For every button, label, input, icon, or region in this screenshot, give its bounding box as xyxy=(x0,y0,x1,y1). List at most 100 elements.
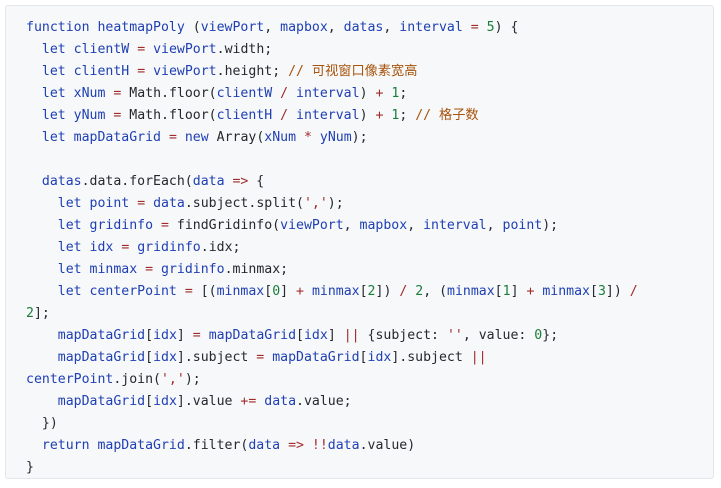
code-token: '' xyxy=(446,328,463,343)
code-token xyxy=(288,108,296,123)
code-token: ].subject xyxy=(391,350,471,365)
code-token: / xyxy=(399,284,408,299)
code-token: {subject: xyxy=(359,328,447,343)
code-token: .idx; xyxy=(200,240,241,255)
code-token: = xyxy=(137,64,146,79)
code-token: // 格子数 xyxy=(415,108,479,123)
code-token: return xyxy=(41,438,98,453)
code-token: ); xyxy=(184,372,201,387)
code-line: mapDataGrid[idx].subject = mapDataGrid[i… xyxy=(26,347,713,369)
code-token: = xyxy=(184,284,193,299)
code-token: let xyxy=(57,262,90,277)
code-token xyxy=(26,174,42,189)
code-token: 0 xyxy=(534,328,543,343)
code-token: Math.floor( xyxy=(121,108,217,123)
code-token: ) xyxy=(359,86,376,101)
code-token: + xyxy=(375,86,384,101)
code-token xyxy=(153,218,161,233)
code-token: let xyxy=(41,130,74,145)
code-line: let clientW = viewPort.width; xyxy=(26,39,713,61)
code-token: mapDataGrid xyxy=(97,438,185,453)
code-token xyxy=(145,64,153,79)
code-line: let minmax = gridinfo.minmax; xyxy=(26,259,713,281)
code-token: [( xyxy=(192,284,217,299)
code-line: let xNum = Math.floor(clientW / interval… xyxy=(26,83,713,105)
code-line: let gridinfo = findGridinfo(viewPort, ma… xyxy=(26,215,713,237)
code-token: mapDataGrid xyxy=(57,328,146,343)
code-token: || xyxy=(343,328,360,343)
code-token xyxy=(463,20,471,35)
code-line: mapDataGrid[idx] = mapDataGrid[idx] || {… xyxy=(26,325,713,347)
code-token: interval xyxy=(399,20,463,35)
code-token: ; xyxy=(399,86,408,101)
code-token xyxy=(145,42,153,57)
code-token xyxy=(26,42,42,57)
code-line: return mapDataGrid.filter(data => !!data… xyxy=(26,435,713,457)
code-token xyxy=(26,438,42,453)
code-token: ',' xyxy=(160,372,185,387)
code-token: ]; xyxy=(33,306,50,321)
code-token: , xyxy=(343,218,360,233)
code-token: mapbox xyxy=(359,218,408,233)
code-token: data xyxy=(264,394,297,409)
code-token xyxy=(26,350,58,365)
code-token xyxy=(145,196,153,211)
code-token: viewPort xyxy=(280,218,344,233)
code-line: let centerPoint = [(minmax[0] + minmax[2… xyxy=(26,281,713,303)
code-token: [ xyxy=(590,284,598,299)
code-token: , xyxy=(264,20,281,35)
code-token: ; xyxy=(399,108,416,123)
code-token: 5 xyxy=(486,20,495,35)
code-token xyxy=(264,350,272,365)
code-token: gridinfo xyxy=(89,218,154,233)
code-line: let idx = gridinfo.idx; xyxy=(26,237,713,259)
code-token xyxy=(272,86,280,101)
code-token: minmax xyxy=(89,262,138,277)
code-token: point xyxy=(502,218,543,233)
code-token: data xyxy=(153,196,185,211)
code-token: [ xyxy=(494,284,503,299)
code-token: centerPoint xyxy=(89,284,177,299)
code-token xyxy=(26,86,42,101)
code-token: minmax xyxy=(216,284,265,299)
code-token: .width; xyxy=(216,42,273,57)
code-token: let xyxy=(41,108,74,123)
code-token: }) xyxy=(26,416,58,431)
code-token: 2 xyxy=(367,284,376,299)
code-token: xNum xyxy=(264,130,297,145)
code-token xyxy=(177,284,185,299)
code-token: viewPort xyxy=(200,20,265,35)
code-token: let xyxy=(41,42,74,57)
code-token: / xyxy=(629,284,638,299)
code-token: idx xyxy=(153,350,177,365)
code-token xyxy=(161,130,169,145)
code-token: data xyxy=(327,438,360,453)
code-content: function heatmapPoly (viewPort, mapbox, … xyxy=(6,6,713,478)
code-token: findGridinfo( xyxy=(168,218,281,233)
code-token: , xyxy=(486,218,503,233)
code-token: , xyxy=(407,218,424,233)
code-token: ); xyxy=(327,196,344,211)
code-token: clientW xyxy=(216,86,273,101)
code-block: function heatmapPoly (viewPort, mapbox, … xyxy=(5,5,714,479)
code-token: ) xyxy=(359,108,376,123)
code-line: 2]; xyxy=(26,303,713,325)
code-token: yNum xyxy=(73,108,106,123)
code-token: * xyxy=(303,130,312,145)
code-token: interval xyxy=(296,108,360,123)
code-token: = xyxy=(121,240,130,255)
code-token xyxy=(177,130,185,145)
code-token: Array( xyxy=(208,130,265,145)
code-token: point xyxy=(89,196,130,211)
code-token: .value; xyxy=(296,394,352,409)
code-token: ); xyxy=(351,130,368,145)
code-token: 2 xyxy=(415,284,424,299)
code-token: let xyxy=(57,218,90,233)
code-line: mapDataGrid[idx].value += data.value; xyxy=(26,391,713,413)
code-line: datas.data.forEach(data => { xyxy=(26,171,713,193)
code-token: idx xyxy=(303,328,328,343)
code-token: ] xyxy=(280,284,297,299)
code-token xyxy=(280,438,288,453)
code-token: .subject.split( xyxy=(184,196,304,211)
code-token: = xyxy=(256,350,265,365)
